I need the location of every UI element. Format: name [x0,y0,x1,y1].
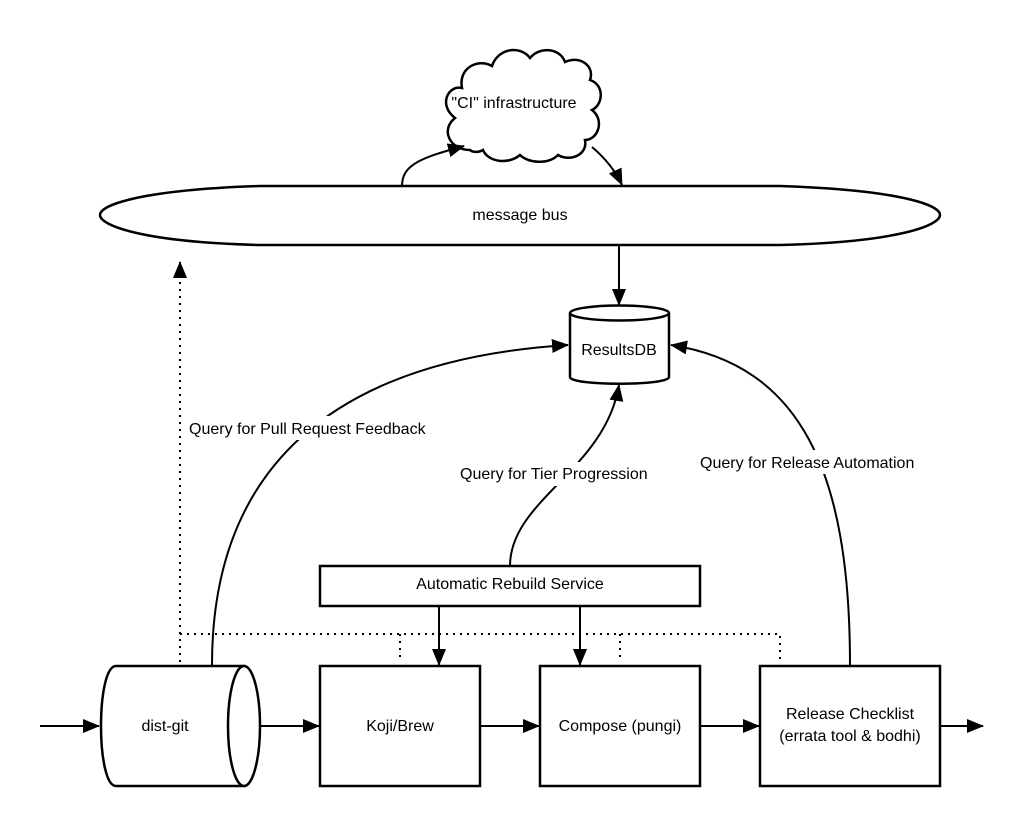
release-checklist-label: Release Checklist [786,706,915,723]
automatic-rebuild-service-node[interactable]: Automatic Rebuild Service [318,564,702,608]
release-checklist-node[interactable]: Release Checklist (errata tool & bodhi) [758,664,942,788]
koji-brew-label: Koji/Brew [366,718,434,735]
koji-brew-node[interactable]: Koji/Brew [318,664,482,788]
ci-to-bus-arrow [591,146,623,186]
resultsdb-node[interactable]: ResultsDB [568,304,671,385]
tier-progression-label: Query for Tier Progression [460,466,648,483]
dist-git-label: dist-git [141,718,189,735]
dist-git-to-bus-dotted-connector [173,261,781,662]
message-bus-label: message bus [472,207,567,224]
compose-node[interactable]: Compose (pungi) [538,664,702,788]
release-automation-edge [670,340,851,666]
pull-request-feedback-edge [211,339,569,666]
bus-to-ci-arrow [401,143,465,187]
compose-label: Compose (pungi) [559,718,682,735]
message-bus-node[interactable]: message bus [98,184,942,247]
release-automation-label: Query for Release Automation [700,455,914,472]
ci-infrastructure-label: "CI" infrastructure [451,95,576,112]
automatic-rebuild-service-label: Automatic Rebuild Service [416,576,604,593]
ci-infrastructure-node[interactable]: "CI" infrastructure [444,48,602,163]
dist-git-node[interactable]: dist-git [99,664,262,788]
pull-request-feedback-label: Query for Pull Request Feedback [189,421,427,438]
resultsdb-label: ResultsDB [581,342,657,359]
release-checklist-sublabel: (errata tool & bodhi) [779,728,920,745]
